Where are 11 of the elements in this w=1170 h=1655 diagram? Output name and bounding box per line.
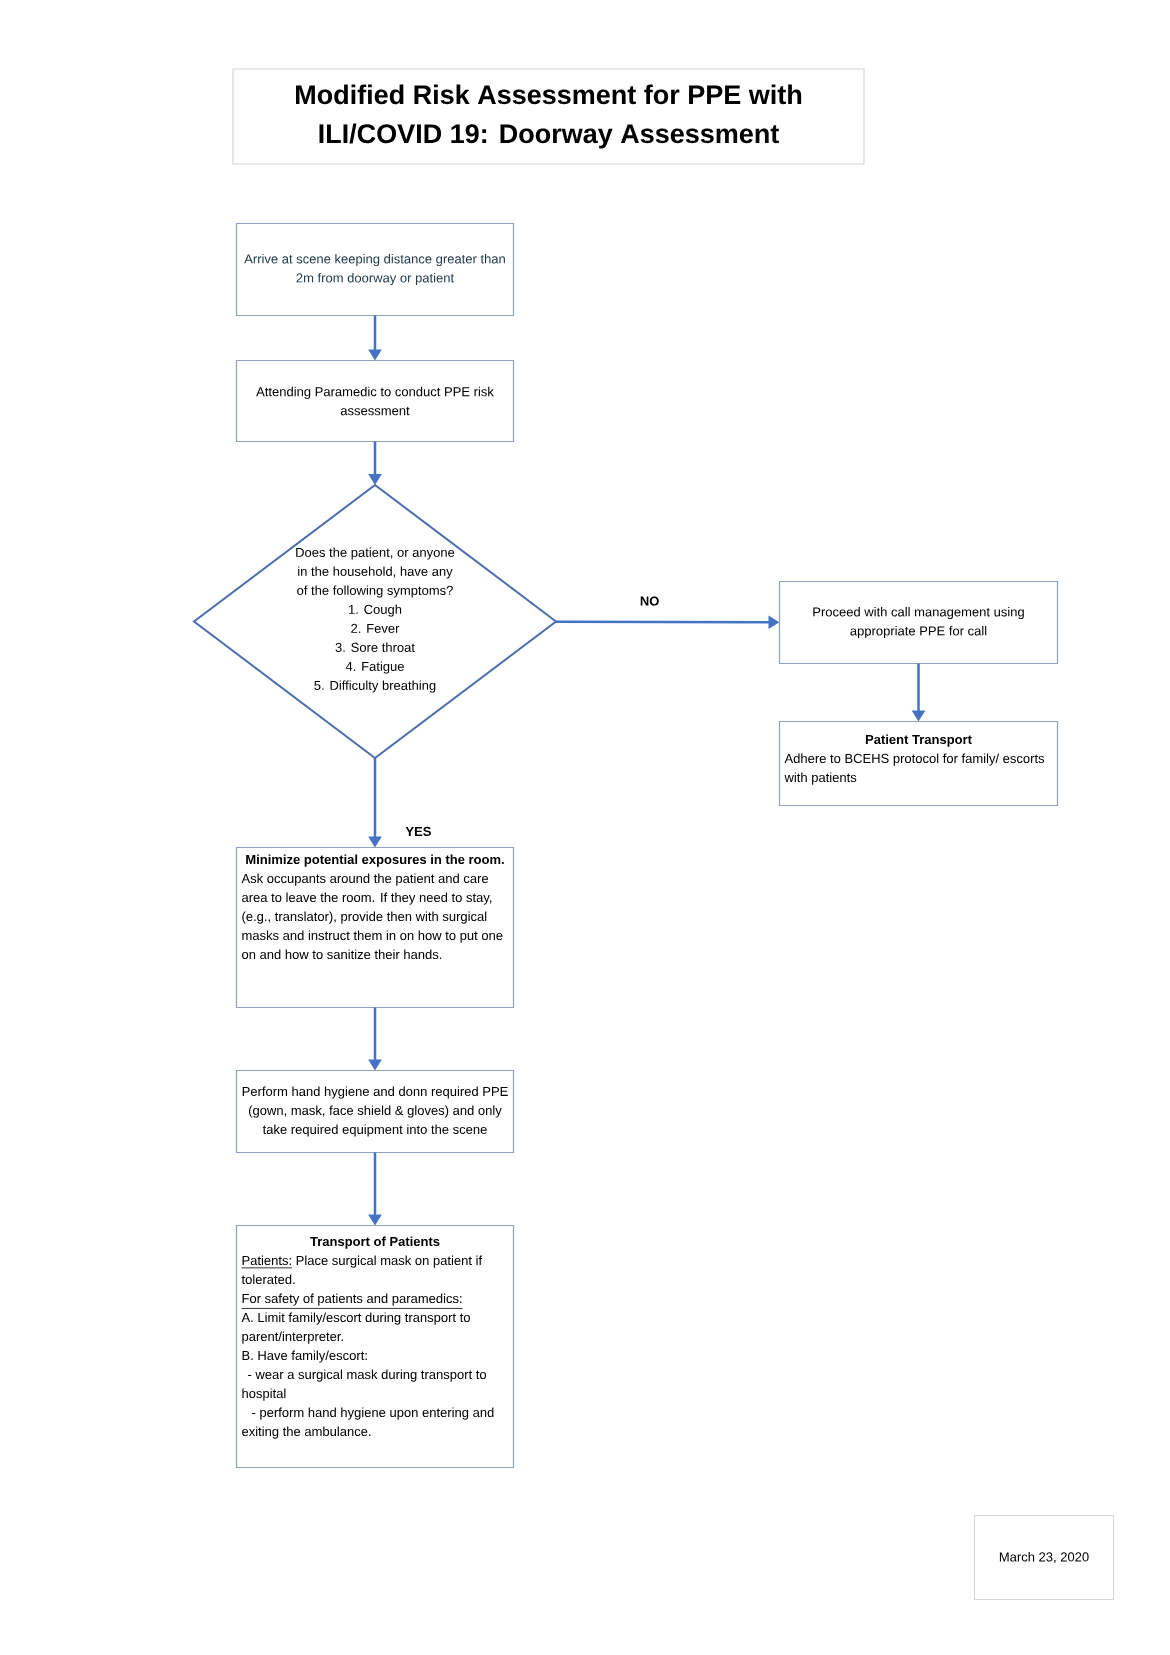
- date-box: March 23, 2020: [973, 1514, 1115, 1601]
- process-box: Patient Transport Adhere to BCEHS protocol for family/ escorts with patients: [778, 720, 1059, 807]
- process-box: Arrive at scene keeping distance greater than 2m from doorway or patient: [235, 222, 515, 317]
- edge-label: NO: [637, 594, 662, 608]
- title-box: Modified Risk Assessment for PPE with ILI/COVID 19: Doorway Assessment: [232, 68, 865, 165]
- edge-label: YES: [403, 824, 434, 838]
- process-box: Transport of Patients Patients: Place surgical mask on patient if tolerated. For safety of patients and paramedics: A. Limit family/escort during transport to parent/interpreter. B. Have family/escort: - wear a surgical mask during transport to hospital - perform hand hygiene upon entering and exiting the ambulance.: [235, 1224, 515, 1469]
- process-box: Minimize potential exposures in the room. Ask occupants around the patient and care area to leave the room. If they need to stay, (e.g., translator), provide then with surgical masks and instruct them in on how to put one on and how to sanitize their hands.: [235, 846, 515, 1009]
- process-box: Proceed with call management using appropriate PPE for call: [778, 580, 1059, 665]
- process-box: Perform hand hygiene and donn required PPE (gown, mask, face shield & gloves) and only take required equipment into the scene: [235, 1069, 515, 1154]
- process-box: Attending Paramedic to conduct PPE risk assessment: [235, 359, 515, 443]
